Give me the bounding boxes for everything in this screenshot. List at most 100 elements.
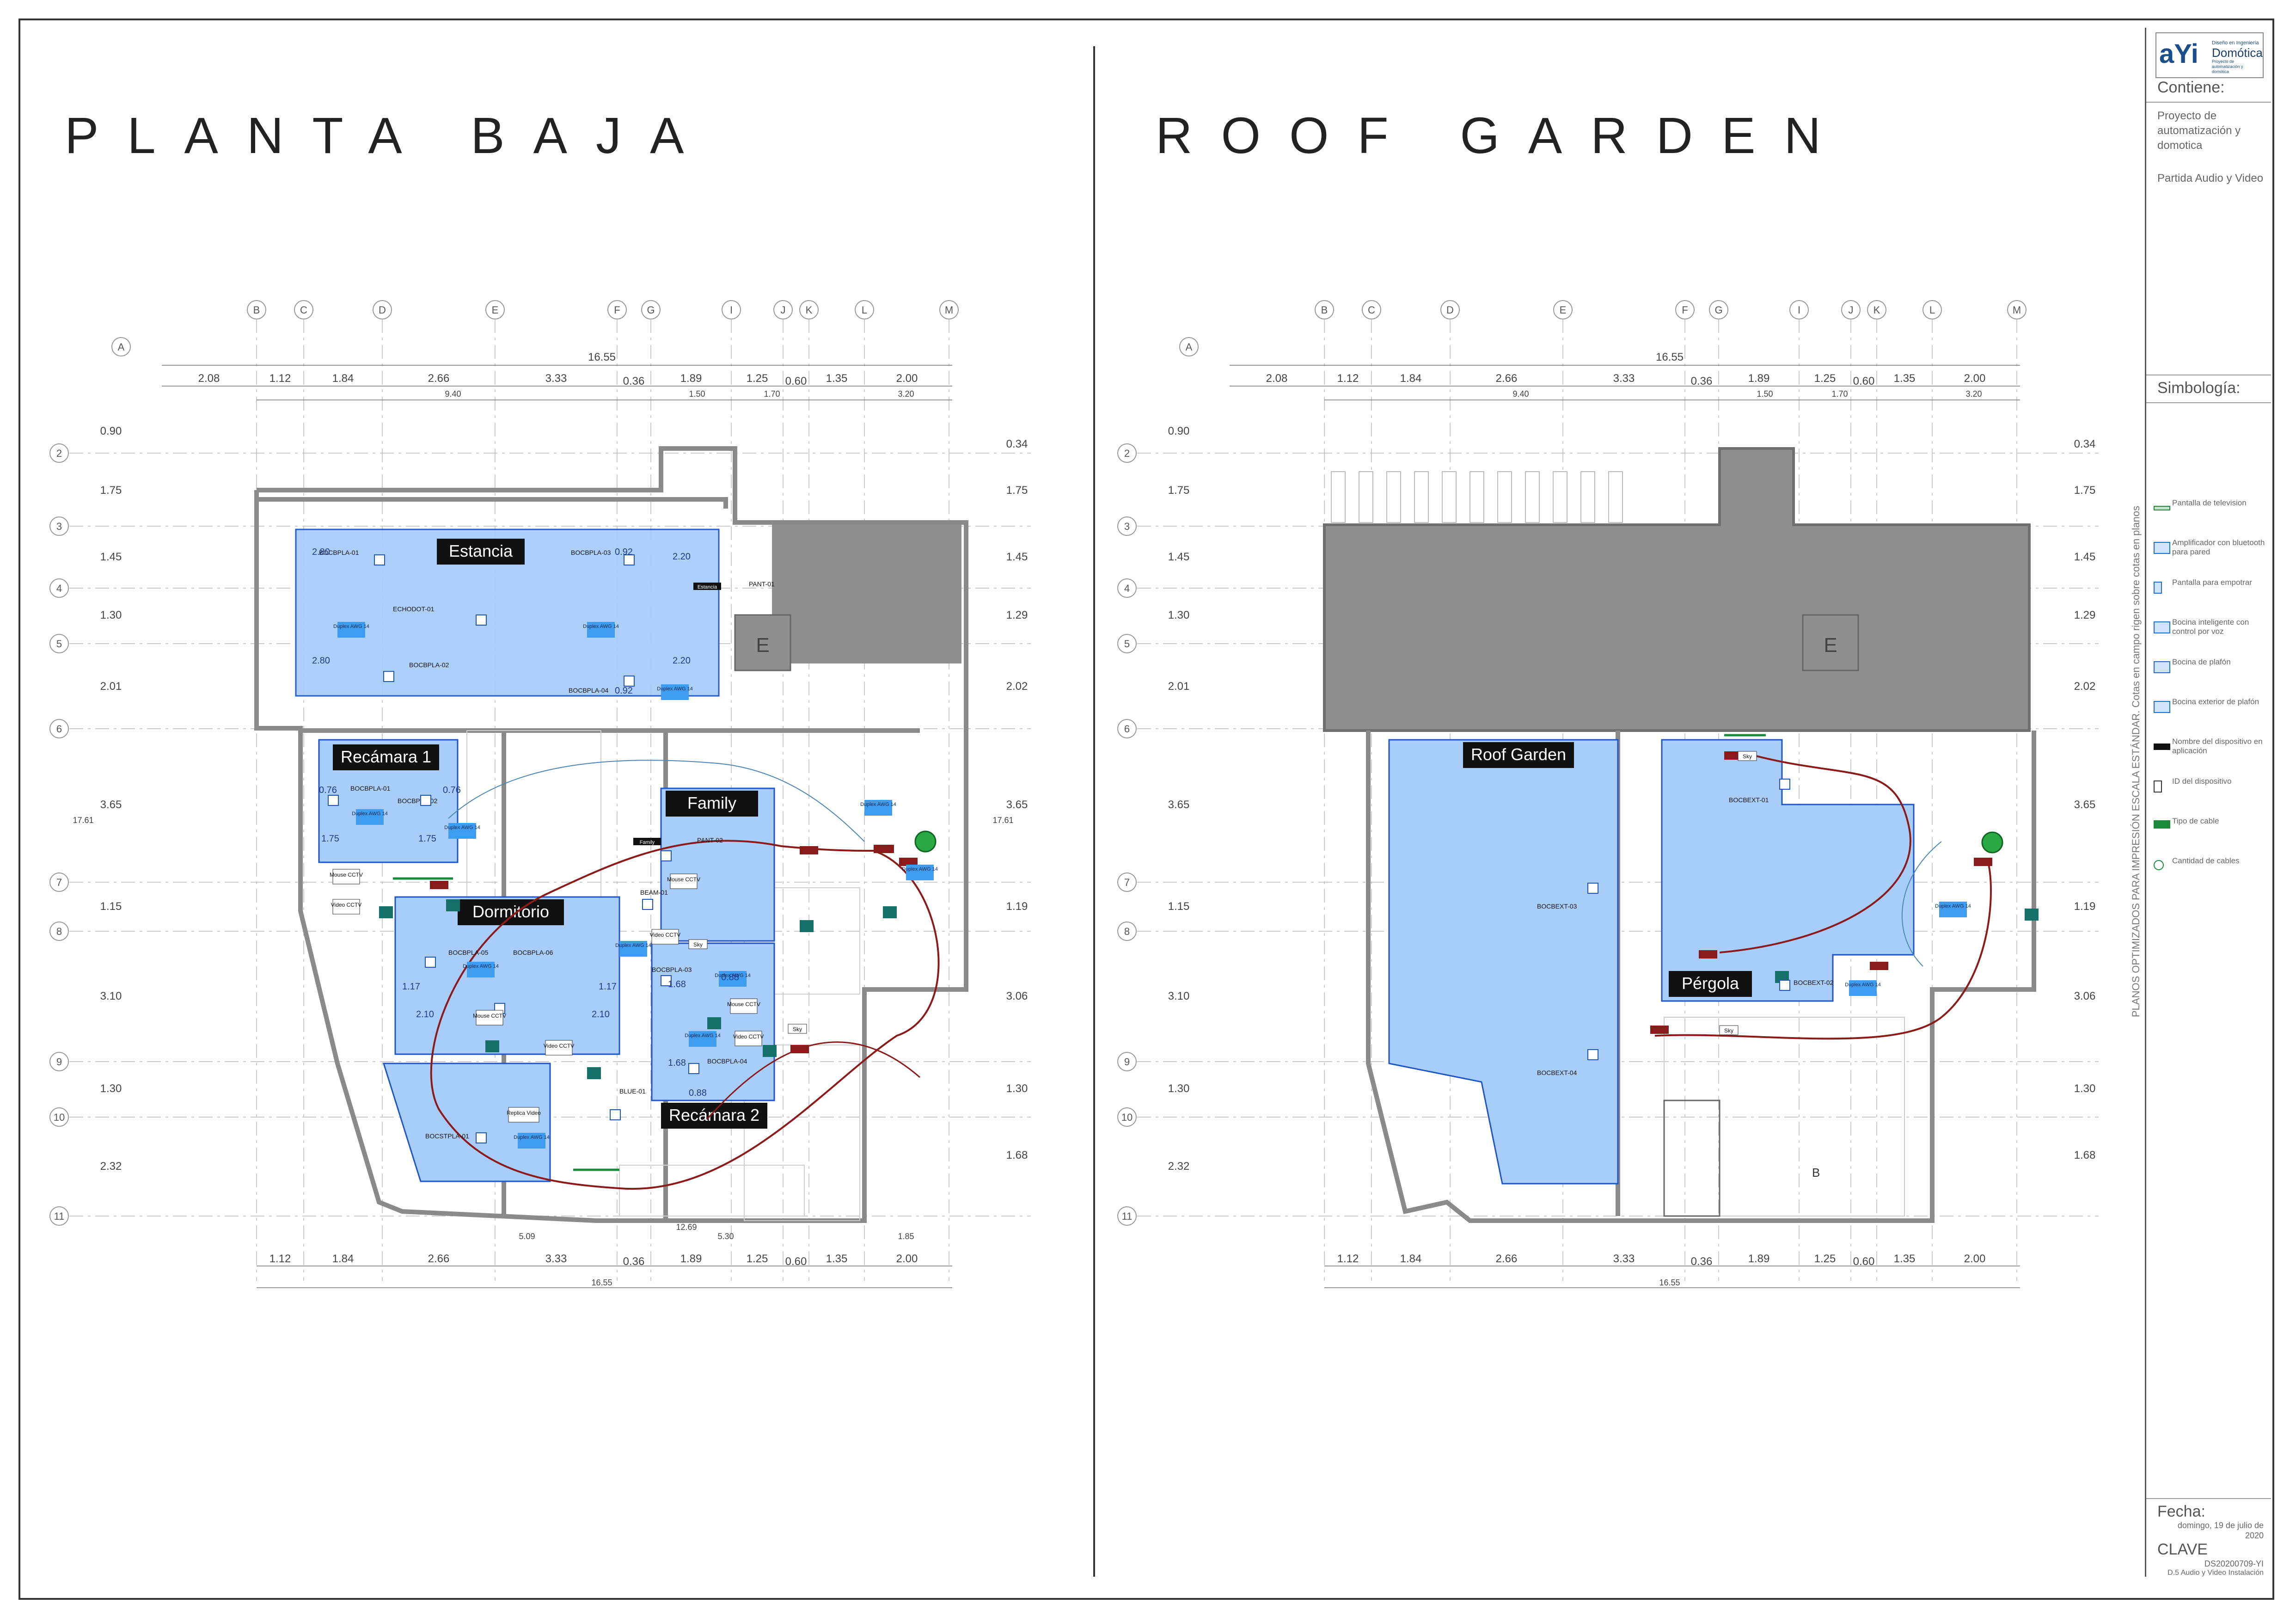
dim-sub-4: 3.20 — [898, 389, 914, 399]
dim-overall-width: 16.55 — [588, 351, 616, 363]
dim-left-5: 2.01 — [100, 680, 122, 693]
device-bocbpla-04-b: BOCBPLA-04 — [707, 1057, 747, 1065]
rg-grid-col-j: J — [1849, 304, 1854, 316]
svg-text:2.00: 2.00 — [1964, 372, 1986, 385]
svg-text:0.76: 0.76 — [443, 785, 461, 795]
tag-mouse-cctv-1: Mouse CCTV — [330, 872, 363, 878]
rg-tag-duplex-2: Duplex AWG 14 — [1845, 982, 1881, 988]
dim-bot-9: 1.35 — [826, 1253, 848, 1265]
room-label-dormitorio: Dormitorio — [472, 902, 549, 921]
grid-row-10: 10 — [54, 1112, 65, 1123]
device-bocbpla-06: BOCBPLA-06 — [513, 949, 553, 956]
rg-audio-cable-red-1 — [1719, 753, 1911, 953]
svg-text:1.17: 1.17 — [402, 982, 420, 992]
grid-row-5: 5 — [56, 638, 62, 650]
dim-left-10: 2.32 — [100, 1160, 122, 1173]
clave-value: DS20200709-YI — [2204, 1559, 2264, 1568]
grid-row-9: 9 — [56, 1056, 62, 1068]
legend-item-ceiling-speaker: Bocina de plafón — [2149, 654, 2269, 694]
simbologia-label: Simbología: — [2157, 379, 2241, 397]
project-text: Proyecto de automatización y domotica — [2157, 110, 2241, 152]
dim-right-3: 1.45 — [1006, 551, 1028, 563]
grid-col-c: C — [300, 304, 307, 316]
room-label-estancia: Estancia — [449, 541, 513, 560]
device-app-estancia: Estancia — [698, 584, 717, 590]
grid-col-j: J — [781, 304, 786, 316]
svg-text:3.33: 3.33 — [1613, 372, 1635, 385]
device-pant-01: PANT-01 — [749, 580, 775, 588]
svg-text:1.25: 1.25 — [1814, 372, 1836, 385]
svg-text:1.75: 1.75 — [1168, 484, 1190, 497]
rg-marker-e-box — [1802, 614, 1859, 671]
svg-text:1.68: 1.68 — [668, 1058, 686, 1068]
rg-grid-col-f: F — [1682, 304, 1688, 316]
grid-col-b: B — [253, 304, 260, 316]
grid-col-f: F — [614, 304, 620, 316]
dim-left-7: 1.15 — [100, 900, 122, 913]
dim-top-7: 1.89 — [680, 372, 702, 385]
svg-text:0.90: 0.90 — [1168, 425, 1190, 437]
svg-text:1.12: 1.12 — [1337, 1253, 1359, 1265]
grid-col-d: D — [379, 304, 386, 316]
grid-row-7: 7 — [56, 877, 62, 888]
fecha-label: Fecha: — [2157, 1503, 2205, 1520]
tag-duplex-4: Duplex AWG 14 — [352, 811, 388, 817]
dim-left-2: 1.75 — [100, 484, 122, 497]
svg-text:0.36: 0.36 — [1691, 375, 1713, 387]
sheet-frame — [18, 18, 2274, 1600]
clave-label: CLAVE — [2157, 1541, 2208, 1558]
room-label-recamara-2: Recámara 2 — [669, 1106, 759, 1124]
dim-bot-6: 1.89 — [680, 1253, 702, 1265]
rg-grid-row-11: 11 — [1122, 1210, 1133, 1222]
ceiling-speaker-icon — [2154, 661, 2170, 673]
dim-top-2: 1.12 — [269, 372, 291, 385]
parapet-cells — [1331, 471, 1623, 523]
sheet-divider — [1093, 46, 1095, 1577]
svg-text:16.55: 16.55 — [1659, 1278, 1680, 1287]
tag-replica-video: Replica Video — [507, 1110, 541, 1116]
tag-duplex-1: Duplex AWG 14 — [333, 624, 369, 629]
brand-line-1: Diseño en Ingeniería — [2212, 40, 2259, 46]
tag-duplex-10: Duplex AWG 14 — [715, 973, 751, 978]
dim-bot-sub-4: 1.85 — [898, 1232, 914, 1241]
svg-text:2.20: 2.20 — [673, 552, 691, 562]
rg-grid-row-2: 2 — [1124, 448, 1130, 459]
dim-bot-sub-1: 5.09 — [519, 1232, 535, 1241]
grid-col-i: I — [730, 304, 733, 316]
device-bocbpla-04-a: BOCBPLA-04 — [569, 687, 609, 694]
svg-text:1.30: 1.30 — [1168, 1082, 1190, 1095]
device-pant-02: PANT-02 — [697, 836, 723, 844]
dim-bot-1: 1.12 — [269, 1253, 291, 1265]
device-bocbpla-05: BOCBPLA-05 — [448, 949, 489, 956]
svg-text:1.45: 1.45 — [1168, 551, 1190, 563]
signal-cable-blue — [448, 760, 865, 842]
rg-marker-e: E — [1824, 634, 1837, 657]
svg-text:0.60: 0.60 — [1853, 375, 1875, 387]
svg-text:1.50: 1.50 — [1757, 389, 1773, 399]
roof-slab — [1323, 447, 2031, 732]
title-roof-garden: ROOF GARDEN — [1156, 107, 1849, 164]
tv-screen-icon — [2154, 506, 2170, 510]
brand-text: Diseño en Ingeniería Domótica Proyecto d… — [2212, 40, 2263, 74]
tag-duplex-7: Duplex AWG 14 — [902, 866, 938, 872]
tag-mouse-cctv-3: Mouse CCTV — [473, 1013, 506, 1019]
rg-network-hub-icon — [1981, 831, 2003, 854]
dim-top-10: 1.35 — [826, 372, 848, 385]
dim-left-3: 1.45 — [100, 551, 122, 563]
dim-bot-2: 1.84 — [332, 1253, 354, 1265]
grid-col-g: G — [647, 304, 655, 316]
network-hub-icon — [914, 830, 937, 853]
svg-text:1.84: 1.84 — [1400, 1253, 1422, 1265]
tag-duplex-8: Duplex AWG 14 — [463, 964, 499, 969]
rg-stairs — [1663, 1100, 1720, 1217]
svg-text:2.32: 2.32 — [1168, 1160, 1190, 1173]
tag-duplex-5: Duplex AWG 14 — [444, 825, 480, 830]
tag-video-cctv-2: Video CCTV — [650, 932, 680, 938]
partida-text: Partida Audio y Video — [2157, 172, 2264, 184]
svg-text:2.80: 2.80 — [312, 656, 330, 666]
app-name-icon — [2154, 743, 2170, 750]
device-bocbpla-03-a: BOCBPLA-03 — [571, 549, 611, 556]
